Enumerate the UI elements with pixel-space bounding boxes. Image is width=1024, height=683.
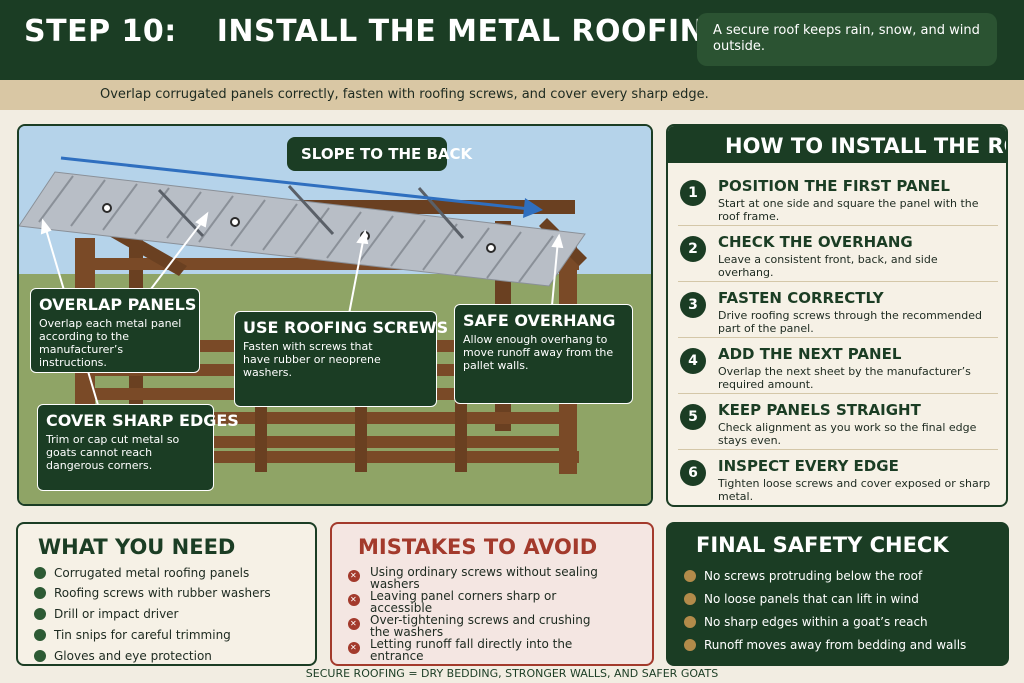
footer-tagline: SECURE ROOFING = DRY BEDDING, STRONGER W… [305, 667, 719, 680]
slope-arrowhead [523, 198, 543, 218]
title-text: INSTALL THE METAL ROOFING [216, 14, 731, 49]
item-text: Roofing screws with rubber washers [54, 586, 271, 600]
bullet-dot-icon [34, 608, 46, 620]
step-number: STEP 10: [24, 14, 177, 49]
step-item: 2 CHECK THE OVERHANG Leave a consistent … [678, 226, 998, 282]
step-title: POSITION THE FIRST PANEL [718, 177, 950, 195]
x-mark-icon [348, 642, 360, 654]
step-number-badge: 5 [680, 404, 706, 430]
bullet-dot-icon [34, 650, 46, 662]
step-text: Check alignment as you work so the final… [718, 421, 977, 447]
item-text: Corrugated metal roofing panels [54, 566, 250, 580]
x-mark-icon [348, 570, 360, 582]
subtitle-bar: Overlap corrugated panels correctly, fas… [0, 80, 1024, 110]
bullet-dot-icon [684, 570, 696, 582]
item-line: Over-tightening screws and crushing [370, 613, 591, 627]
bullet-dot-icon [34, 567, 46, 579]
callout-title: SAFE OVERHANG [463, 311, 616, 330]
step-item: 4 ADD THE NEXT PANEL Overlap the next sh… [678, 338, 998, 394]
item-text: No screws protruding below the roof [704, 569, 923, 583]
callout-safe-overhang: SAFE OVERHANG Allow enough overhang to m… [454, 304, 633, 404]
step-title: ADD THE NEXT PANEL [718, 345, 902, 363]
final-safety-check-panel: FINAL SAFETY CHECK No screws protruding … [666, 522, 1009, 666]
bullet-dot-icon [684, 639, 696, 651]
step-title: CHECK THE OVERHANG [718, 233, 913, 251]
callout-text: Allow enough overhang to move runoff awa… [463, 333, 614, 372]
bullet-dot-icon [684, 616, 696, 628]
callout-text: Trim or cap cut metal so goats cannot re… [46, 433, 180, 472]
panel-title: FINAL SAFETY CHECK [696, 533, 949, 557]
step-item: 6 INSPECT EVERY EDGE Tighten loose screw… [678, 450, 998, 505]
step-number-badge: 1 [680, 180, 706, 206]
header-banner: STEP 10: INSTALL THE METAL ROOFING A secu… [0, 0, 1024, 80]
item-line: entrance [370, 649, 424, 663]
install-steps-panel: HOW TO INSTALL THE ROOF 1 POSITION THE F… [666, 124, 1008, 507]
subtitle-text: Overlap corrugated panels correctly, fas… [100, 87, 709, 102]
header-callout: A secure roof keeps rain, snow, and wind… [697, 13, 997, 66]
slope-label: SLOPE TO THE BACK [287, 137, 472, 171]
item-line: washers [370, 577, 420, 591]
step-text: Overlap the next sheet by the manufactur… [718, 365, 971, 391]
item-text: Runoff moves away from bedding and walls [704, 638, 967, 652]
item-text: Tin snips for careful trimming [54, 628, 231, 642]
step-title: FASTEN CORRECTLY [718, 289, 884, 307]
item-text: No loose panels that can lift in wind [704, 592, 919, 606]
callout-title: USE ROOFING SCREWS [243, 318, 449, 337]
step-number-badge: 4 [680, 348, 706, 374]
bullet-dot-icon [34, 629, 46, 641]
callout-text: Fasten with screws that have rubber or n… [243, 340, 381, 379]
panel-title: MISTAKES TO AVOID [358, 535, 598, 559]
step-text: Leave a consistent front, back, and side… [718, 253, 938, 279]
step-title: INSPECT EVERY EDGE [718, 457, 899, 475]
item-text: No sharp edges within a goat’s reach [704, 615, 928, 629]
step-item: 1 POSITION THE FIRST PANEL Start at one … [678, 170, 998, 226]
page-title: STEP 10: INSTALL THE METAL ROOFING [24, 14, 730, 49]
item-line: the washers [370, 625, 444, 639]
callout-title: COVER SHARP EDGES [46, 411, 239, 430]
panel-title: WHAT YOU NEED [38, 535, 236, 559]
callout-sharp-edges: COVER SHARP EDGES Trim or cap cut metal … [37, 404, 239, 491]
x-mark-icon [348, 618, 360, 630]
item-line: accessible [370, 601, 433, 615]
slope-arrow [60, 156, 540, 212]
steps-title: HOW TO INSTALL THE ROOF [725, 134, 1006, 158]
callout-roofing-screws: USE ROOFING SCREWS Fasten with screws th… [234, 311, 449, 407]
item-text: Drill or impact driver [54, 607, 179, 621]
steps-header: HOW TO INSTALL THE ROOF [668, 126, 1006, 163]
step-text: Start at one side and square the panel w… [718, 197, 979, 223]
item-line: Leaving panel corners sharp or [370, 589, 557, 603]
item-text: Gloves and eye protection [54, 649, 212, 663]
step-text: Tighten loose screws and cover exposed o… [718, 477, 991, 503]
corrugation-lines [38, 175, 554, 283]
bullet-dot-icon [34, 587, 46, 599]
step-item: 5 KEEP PANELS STRAIGHT Check alignment a… [678, 394, 998, 450]
callout-overlap-panels: OVERLAP PANELS Overlap each metal panel … [30, 288, 200, 373]
step-number-badge: 6 [680, 460, 706, 486]
x-mark-icon [348, 594, 360, 606]
step-number-badge: 3 [680, 292, 706, 318]
step-text: Drive roofing screws through the recomme… [718, 309, 982, 335]
mistakes-to-avoid-panel: MISTAKES TO AVOID Using ordinary screws … [330, 522, 654, 666]
what-you-need-panel: WHAT YOU NEED Corrugated metal roofing p… [16, 522, 317, 666]
step-title: KEEP PANELS STRAIGHT [718, 401, 921, 419]
step-number-badge: 2 [680, 236, 706, 262]
item-line: Letting runoff fall directly into the [370, 637, 573, 651]
item-line: Using ordinary screws without sealing [370, 565, 598, 579]
callout-title: OVERLAP PANELS [39, 295, 197, 314]
bullet-dot-icon [684, 593, 696, 605]
step-item: 3 FASTEN CORRECTLY Drive roofing screws … [678, 282, 998, 338]
callout-text: Overlap each metal panel according to th… [39, 317, 182, 369]
